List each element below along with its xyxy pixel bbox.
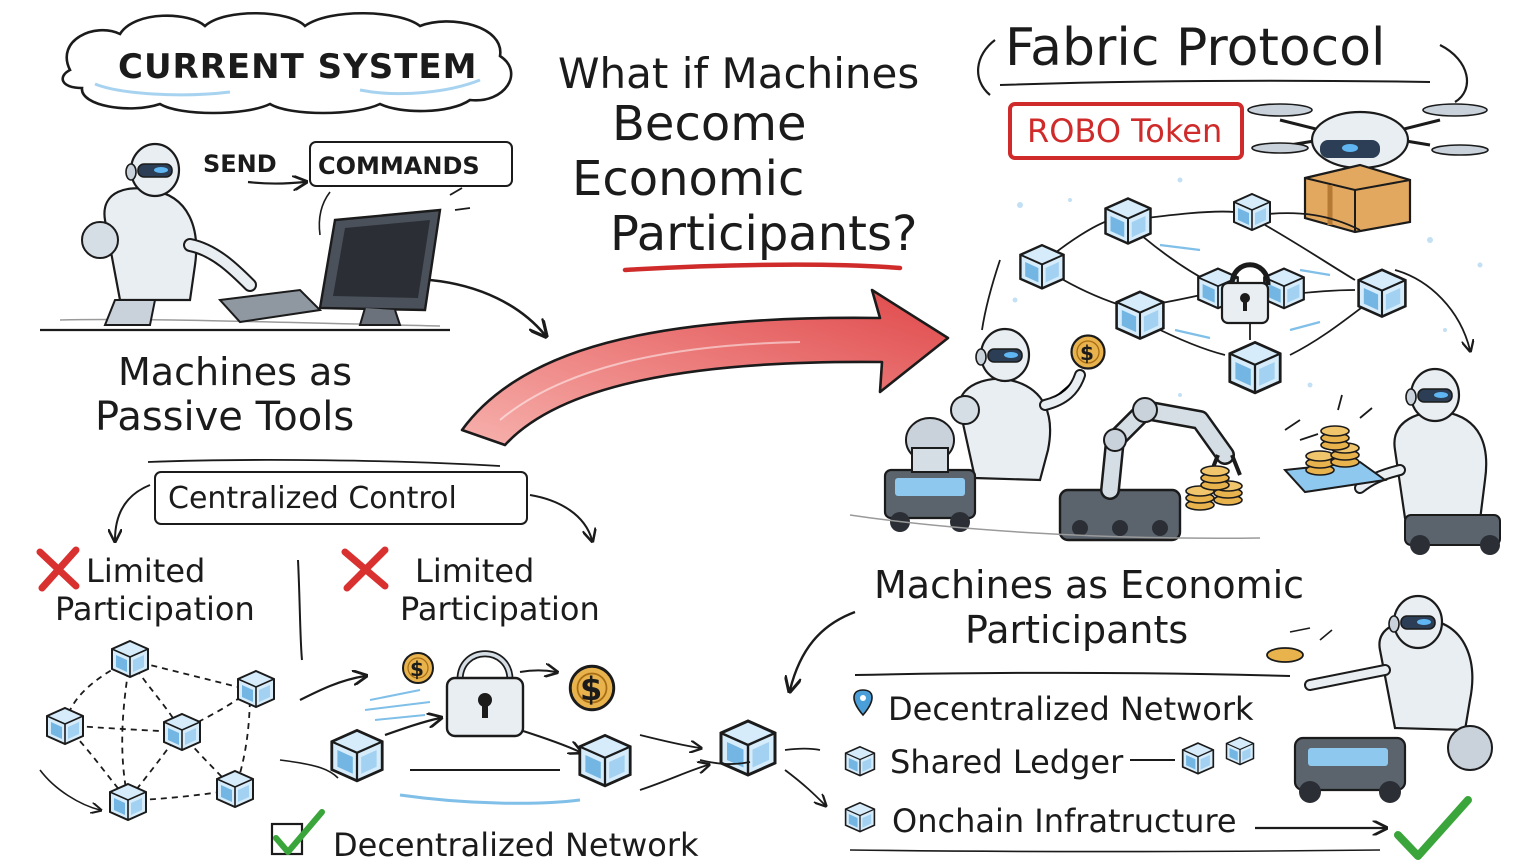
fabric-title-underline [1000, 81, 1430, 85]
limited-2-line2: Participation [400, 590, 600, 628]
commands-label: COMMANDS [318, 152, 480, 180]
economic-caption-line1: Machines as Economic [874, 563, 1304, 607]
feature-decentralized-network: Decentralized Network [888, 690, 1254, 728]
cross-icon [345, 550, 385, 588]
question-line3: Economic [572, 151, 804, 207]
question-line1: What if Machines [558, 49, 919, 98]
economic-robots-illustration: $ [850, 329, 1500, 555]
passive-caption-line2: Passive Tools [95, 394, 354, 440]
fabric-protocol-title: Fabric Protocol [1005, 18, 1386, 78]
question-underline [625, 265, 900, 270]
decentralized-network-label-left: Decentralized Network [333, 826, 699, 861]
arrow-to-network [790, 612, 855, 690]
network-lock-icon [1198, 265, 1304, 323]
coin-symbol: $ [580, 670, 602, 708]
cube-icon [846, 747, 875, 776]
curved-arrow-down-right [430, 280, 545, 335]
centralized-divider [148, 460, 500, 466]
coin-symbol: $ [410, 657, 424, 681]
question-line4: Participants? [610, 206, 917, 262]
feature-onchain-infrastructure: Onchain Infratructure [892, 802, 1237, 840]
send-arrow [248, 182, 305, 184]
arrow-right-branch [530, 495, 592, 540]
centralized-network-graph [40, 641, 274, 820]
send-label: SEND [203, 150, 277, 178]
limited-1-line2: Participation [55, 590, 255, 628]
arrow-left-branch [115, 485, 150, 540]
coin-symbol: $ [1080, 341, 1094, 365]
cube-icon [846, 803, 875, 832]
current-system-title: CURRENT SYSTEM [118, 47, 477, 87]
features-top-rule [855, 673, 1290, 676]
check-icon [1398, 800, 1468, 856]
passive-caption-line1: Machines as [118, 350, 352, 394]
economic-caption-line2: Participants [965, 608, 1188, 652]
feature-shared-ledger: Shared Ledger [890, 743, 1124, 781]
limited-1-line1: Limited [86, 552, 205, 590]
location-pin-icon [854, 690, 872, 715]
centralized-label: Centralized Control [168, 481, 457, 516]
lock-and-coins-flow: $ $ [280, 653, 708, 803]
bottom-rule [850, 850, 1380, 852]
limited-2-line1: Limited [415, 552, 534, 590]
commands-pointer [319, 192, 330, 235]
robo-token-label: ROBO Token [1027, 112, 1222, 150]
cross-icon [40, 550, 76, 588]
checkbox-checked-icon [272, 812, 322, 854]
vertical-divider [298, 560, 302, 660]
question-line2: Become [612, 96, 807, 152]
central-node-cube [700, 721, 825, 805]
transition-arrow [462, 290, 948, 445]
